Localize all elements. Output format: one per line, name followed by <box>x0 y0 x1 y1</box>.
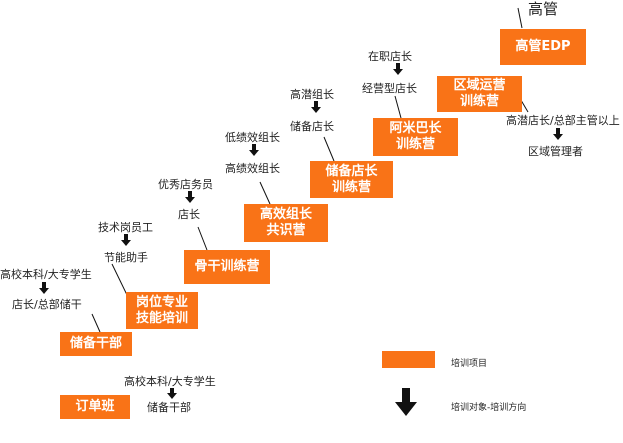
label-excellent-clerk: 优秀店务员 <box>158 178 213 191</box>
label-reserve-cadre-target: 储备干部 <box>147 401 191 414</box>
top-label: 高管 <box>528 0 559 18</box>
legend-swatch <box>382 351 435 368</box>
box-backbone: 骨干训练营 <box>184 250 270 284</box>
label-tech-staff: 技术岗员工 <box>98 221 153 234</box>
box-reserve-manager-line2: 训练营 <box>331 179 371 195</box>
step-line-edp <box>517 7 523 29</box>
label-reserve-store-manager: 储备店长 <box>290 120 334 133</box>
label-grad-1: 高校本科/大专学生 <box>0 268 92 281</box>
box-position-line2: 技能培训 <box>135 310 188 326</box>
box-position: 岗位专业 技能培训 <box>126 292 198 329</box>
label-store-manager: 店长 <box>178 208 200 221</box>
box-amoeba: 阿米巴长 训练营 <box>373 118 458 156</box>
box-reserve-cadre: 储备干部 <box>60 332 132 356</box>
step-line-backbone <box>197 226 208 251</box>
box-regional-line1: 区域运营 <box>453 78 506 93</box>
box-edp-label: 高管EDP <box>515 39 571 54</box>
label-store-hq-reserve: 店长/总部储干 <box>12 298 82 311</box>
label-energy-assistant: 节能助手 <box>104 251 148 264</box>
box-regional-line2: 训练营 <box>459 94 499 109</box>
legend-arrow-icon <box>395 388 417 416</box>
step-line-efficient <box>259 181 271 205</box>
label-grad-2: 高校本科/大专学生 <box>124 375 216 388</box>
box-amoeba-line1: 阿米巴长 <box>389 121 442 136</box>
label-low-efficiency-leader: 低绩效组长 <box>225 131 280 144</box>
box-reserve-cadre-label: 储备干部 <box>69 336 122 351</box>
step-line-reserve-cadre <box>91 313 101 333</box>
label-high-potential-store-manager: 高潜店长/总部主管以上 <box>506 114 620 127</box>
legend-item-label: 培训项目 <box>451 359 488 369</box>
box-efficient: 高效组长 共识营 <box>244 204 328 242</box>
label-regional-manager: 区域管理者 <box>528 145 583 158</box>
box-efficient-line1: 高效组长 <box>259 207 312 222</box>
box-reserve-manager-line1: 储备店长 <box>325 163 378 179</box>
label-high-potential-leader: 高潜组长 <box>290 88 334 101</box>
box-regional: 区域运营 训练营 <box>437 76 522 112</box>
step-line-reserve-manager <box>323 136 335 162</box>
box-amoeba-line2: 训练营 <box>395 137 435 152</box>
box-order: 订单班 <box>60 395 130 419</box>
label-in-service-manager: 在职店长 <box>368 50 412 63</box>
label-efficient-leader: 高绩效组长 <box>225 162 280 175</box>
box-backbone-label: 骨干训练营 <box>194 259 260 274</box>
box-order-label: 订单班 <box>75 399 115 414</box>
box-efficient-line2: 共识营 <box>266 223 306 238</box>
box-edp: 高管EDP <box>500 29 586 65</box>
box-position-line1: 岗位专业 <box>135 294 188 310</box>
step-line-amoeba <box>394 95 402 119</box>
label-operations-manager: 经营型店长 <box>362 82 417 95</box>
step-line-position <box>111 263 129 298</box>
legend-direction-label: 培训对象-培训方向 <box>451 403 527 413</box>
box-reserve-manager: 储备店长 训练营 <box>310 161 393 198</box>
